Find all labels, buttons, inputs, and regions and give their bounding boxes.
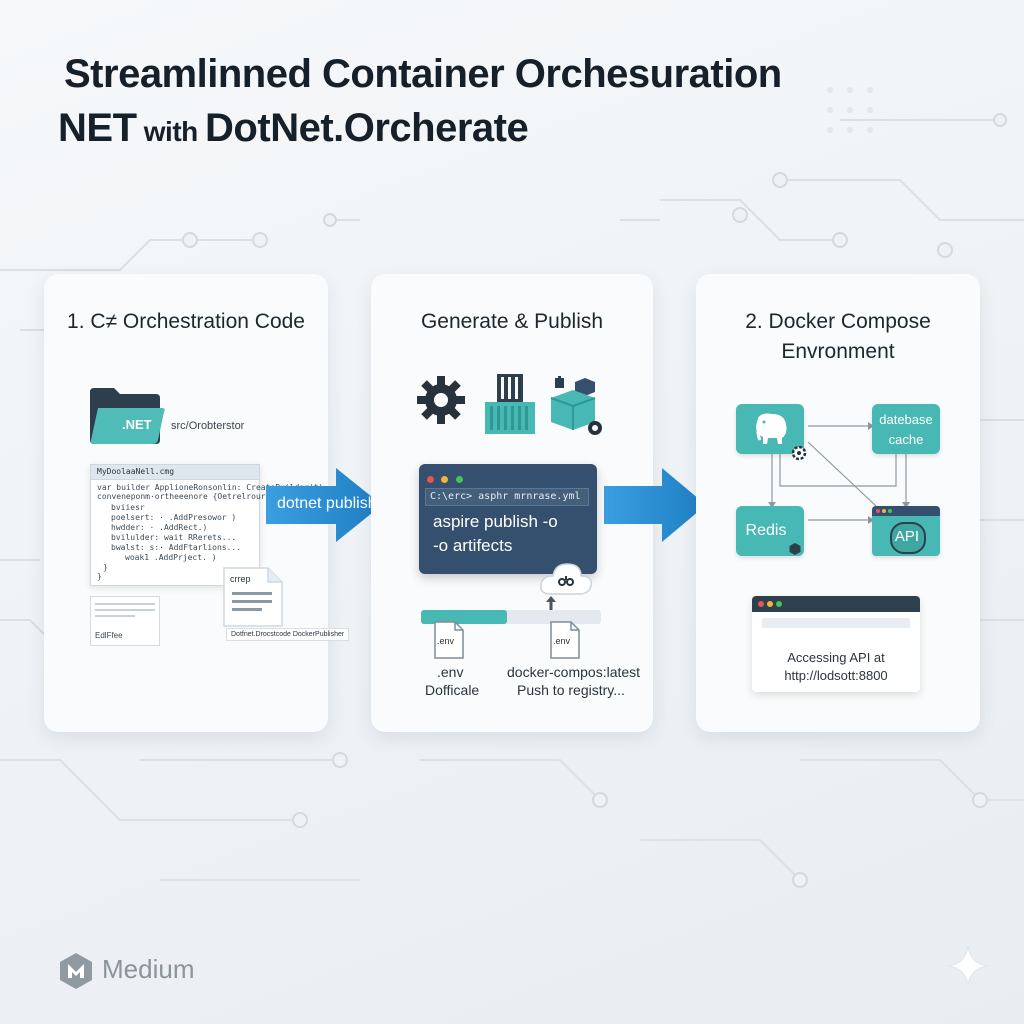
code-window-titlebar [91, 465, 259, 480]
arrow-right-icon [266, 468, 382, 542]
dotnet-badge: .NET [122, 417, 152, 432]
gear-small-icon [791, 445, 807, 461]
folder-path: src/Orobterstor [171, 420, 245, 432]
document-label: crrep [230, 574, 251, 584]
page-title-line2: NET with DotNet.Orcherate [58, 106, 529, 151]
hexagon-small-icon [789, 543, 801, 555]
step2-card: 2. Docker Compose Envronment datebase ca… [696, 274, 980, 732]
code-line: woak1 .AddPrject. ) [125, 553, 217, 562]
elephant-icon [756, 413, 787, 444]
database-cache-node [872, 404, 940, 454]
redis-node-label: Redis [745, 522, 787, 539]
dotnet-publish-label: dotnet publish [277, 495, 377, 512]
service-connections [768, 422, 910, 524]
document-caption: Dotfnet.Drocstcode DockerPublisher [226, 628, 350, 641]
api-node-titlebar [872, 506, 940, 516]
code-line: bwalst: s:· AddFtarlions... [111, 543, 242, 552]
page-title-line1: Streamlinned Container Orchesuration [64, 52, 782, 96]
browser-address-bar[interactable] [762, 618, 910, 628]
small-file-panel: EdlFfee [90, 596, 160, 646]
code-line: var builder ApplioneRonsonlin: CreateBui… [97, 483, 324, 492]
terminal-prompt: C:\erc> asphr mrnrase.yml [425, 488, 589, 506]
browser-window: Accessing API at http://lodsott:8800 [752, 596, 920, 692]
env-file-icon [434, 621, 464, 659]
window-dots [427, 470, 463, 488]
title-mid: with [136, 116, 206, 147]
document-icon [223, 567, 283, 627]
cloud-icon [539, 563, 593, 595]
database-node-label-line1: datebase [879, 412, 933, 427]
progress-fill [421, 610, 508, 624]
env-file-caption2: Dofficale [425, 682, 480, 698]
container-icon [485, 374, 535, 434]
api-node-label: API [894, 528, 920, 545]
container-box-icon [550, 376, 602, 435]
progress-bar [421, 610, 601, 624]
terminal-command-line2: -o artifects [433, 536, 513, 555]
browser-text-line2: http://lodsott:8800 [784, 668, 888, 683]
code-line: poelsert: · .AddPresowor ) [111, 513, 237, 522]
browser-text-line1: Accessing API at [787, 650, 885, 665]
code-window: MyDoolaaNell.cmg var builder ApplioneRon… [90, 464, 323, 586]
database-node-label-line2: cache [888, 432, 924, 447]
code-line: hwdder: · .AddRect.) [111, 523, 208, 532]
compose-file-caption2: Push to registry... [517, 682, 625, 698]
code-line: bvilulder: wait RRerets... [111, 533, 237, 542]
upload-arrow-icon [546, 596, 556, 610]
terminal-command-line1: aspire publish -o [433, 512, 558, 531]
code-file-title: MyDoolaaNell.cmg [97, 467, 175, 476]
compose-file-label: .env [553, 636, 571, 646]
compose-file-icon [550, 621, 580, 659]
code-line: bviiesr [111, 503, 145, 512]
code-line: conveneponm·ortheeenore {Oetrelrour } [97, 492, 276, 501]
code-line: } [97, 572, 102, 581]
generate-publish-title: Generate & Publish [420, 310, 604, 333]
medium-logo-icon [60, 953, 92, 989]
step2-title-line1: 2. Docker Compose [745, 310, 931, 333]
sparkle-icon [947, 945, 989, 987]
gear-icon [417, 376, 465, 424]
env-file-label: .env [437, 636, 455, 646]
terminal-window: C:\erc> asphr mrnrase.yml aspire publish… [419, 464, 597, 574]
compose-file-caption: docker-compos:latest [507, 664, 641, 680]
folder-icon [90, 388, 165, 444]
browser-titlebar [752, 596, 920, 612]
title-suffix: DotNet.Orcherate [205, 106, 529, 150]
small-file-label: EdlFfee [95, 631, 123, 640]
arrow-right-icon-2 [604, 468, 706, 542]
step1-card: 1. C≠ Orchestration Code .NET src/Orobte… [44, 274, 350, 732]
step2-title-line2: Envronment [781, 340, 895, 363]
api-node-badge [890, 522, 926, 554]
step1-title: 1. C≠ Orchestration Code [67, 310, 305, 333]
code-line: } [103, 563, 108, 572]
env-file-caption: .env [437, 664, 464, 680]
title-prefix: NET [58, 106, 137, 150]
medium-brand: Medium [102, 954, 195, 984]
